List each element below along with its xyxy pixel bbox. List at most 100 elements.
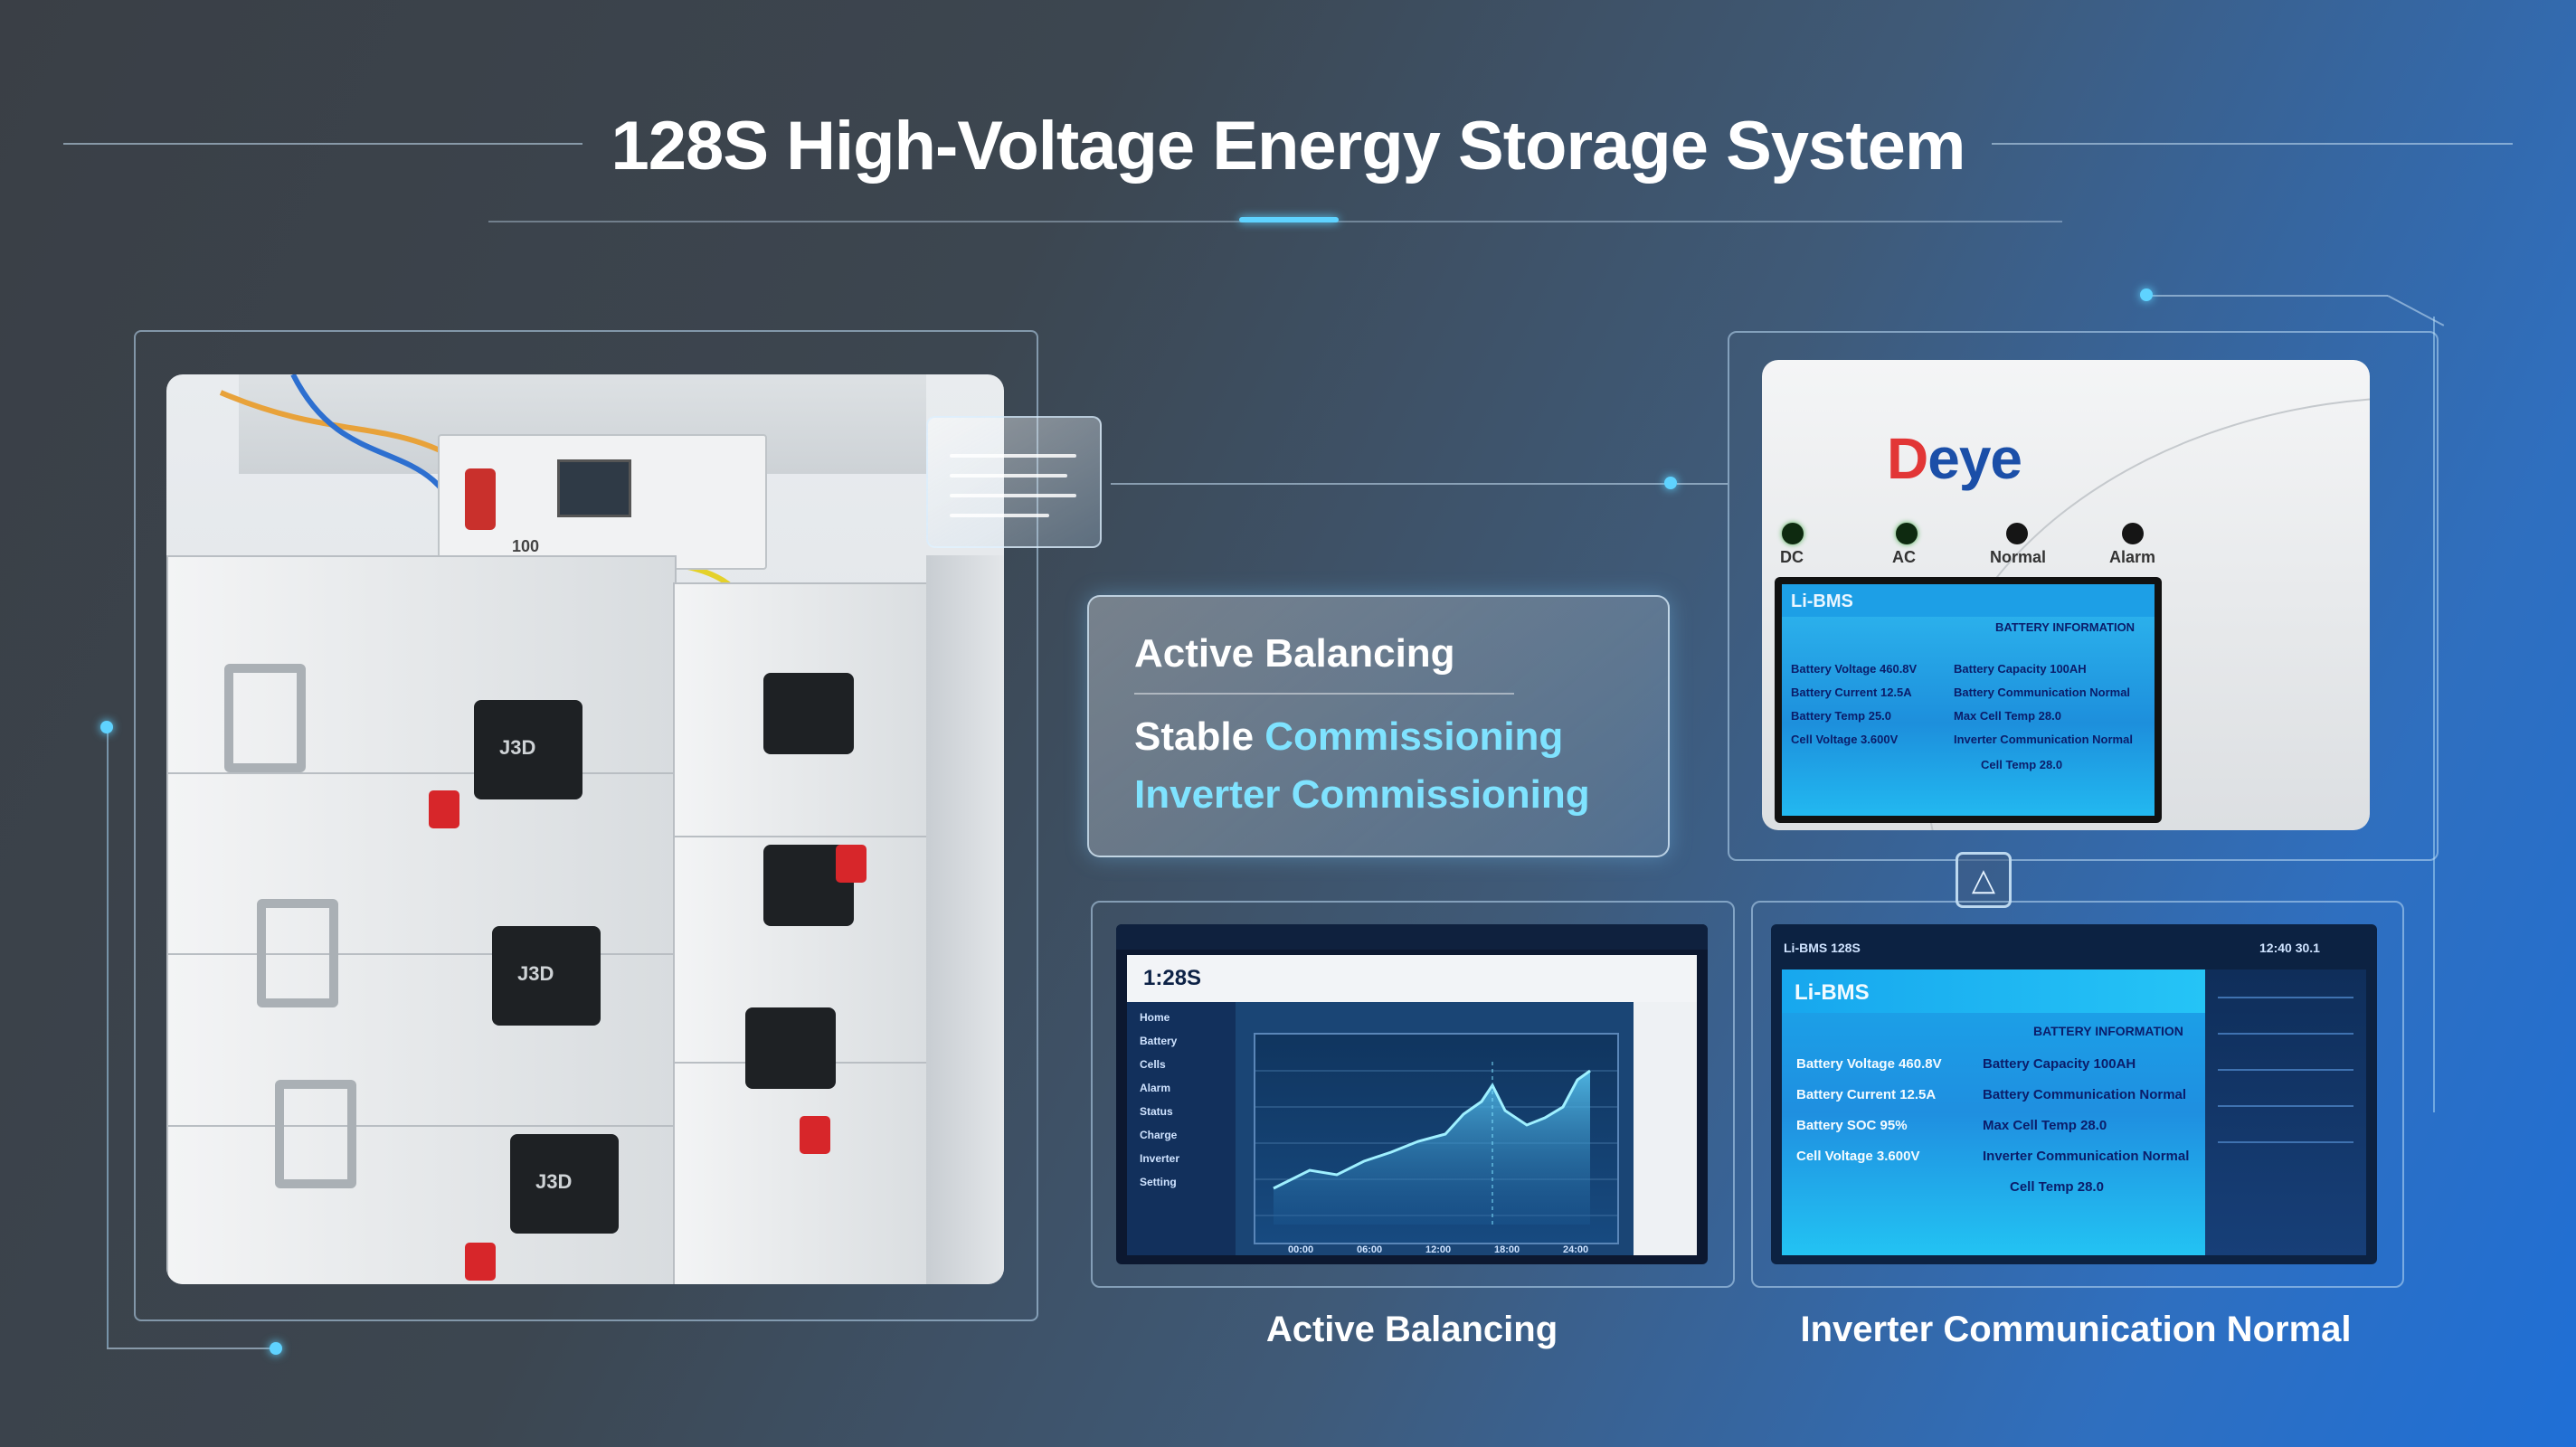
feature-inverter-commissioning: Inverter Commissioning bbox=[1134, 772, 1590, 817]
module-handle bbox=[275, 1080, 356, 1188]
connector-dot bbox=[1664, 477, 1677, 489]
monitor1-sidebar: Home Battery Cells Alarm Status Charge I… bbox=[1127, 1002, 1236, 1255]
screen-line: Battery Voltage 460.8V bbox=[1791, 662, 1918, 676]
monitor2-header-bar: Li-BMS bbox=[1782, 969, 2205, 1013]
monitor2-row: Cell Temp 28.0 bbox=[2010, 1179, 2104, 1195]
indicator-label: Normal bbox=[1990, 548, 2047, 566]
monitor1-app-title: 1:28S bbox=[1143, 966, 1202, 990]
monitor1-right-panel bbox=[1634, 1002, 1697, 1255]
deye-frame bbox=[1728, 331, 2439, 861]
screen-line: Cell Voltage 3.600V bbox=[1791, 733, 1899, 746]
screen-line: Battery Capacity 100AH bbox=[1954, 662, 2087, 676]
connector-line bbox=[1677, 483, 1728, 485]
screen-title: Li-BMS bbox=[1791, 591, 1853, 611]
sidebar-item[interactable]: Setting bbox=[1140, 1176, 1177, 1188]
feature-active-balancing: Active Balancing bbox=[1134, 631, 1455, 676]
up-triangle-icon[interactable]: △ bbox=[1956, 852, 2012, 908]
sidebar-item[interactable]: Cells bbox=[1140, 1058, 1166, 1071]
photo-to-deye-line bbox=[1111, 483, 1672, 485]
screen-line: Battery Communication Normal bbox=[1954, 686, 2131, 699]
side-wall bbox=[926, 555, 1004, 1284]
controller-label: 100 bbox=[512, 537, 540, 555]
right-connector-v bbox=[2433, 317, 2435, 1112]
indicator-label: AC bbox=[1892, 548, 1916, 566]
bms-controller: 100 bbox=[438, 434, 767, 570]
x-tick: 06:00 bbox=[1357, 1244, 1383, 1255]
monitor2-frame bbox=[1751, 901, 2404, 1288]
monitor2-row: Battery Capacity 100AH bbox=[1983, 1056, 2136, 1072]
sidebar-item[interactable]: Inverter bbox=[1140, 1152, 1180, 1165]
balancing-monitor: 1:28S Home Battery Cells Alarm Status Ch… bbox=[1116, 924, 1708, 1264]
sidebar-item[interactable]: Alarm bbox=[1140, 1082, 1171, 1094]
caption-active-balancing: Active Balancing bbox=[1265, 1310, 1558, 1349]
screen-line: Cell Temp 28.0 bbox=[1981, 758, 2063, 771]
monitor1-app-header: 1:28S bbox=[1127, 955, 1697, 1002]
battery-module bbox=[166, 772, 677, 957]
features-card: Active Balancing Stable Commissioning In… bbox=[1087, 595, 1670, 857]
feature-stable-commissioning: Stable Commissioning bbox=[1134, 714, 1564, 759]
screen-title-bar bbox=[1782, 584, 2155, 617]
header-line-left bbox=[63, 143, 582, 145]
monitor1-frame bbox=[1091, 901, 1735, 1288]
deye-screen: Li-BMS BATTERY INFORMATION Battery Volta… bbox=[1775, 577, 2162, 823]
controller-display bbox=[557, 459, 631, 517]
balancing-area-chart bbox=[1255, 1062, 1617, 1225]
connector-dot bbox=[270, 1342, 282, 1355]
monitor2-row: Battery Voltage 460.8V bbox=[1796, 1056, 1942, 1072]
right-connector-h bbox=[2151, 295, 2388, 297]
monitor2-section: BATTERY INFORMATION bbox=[2033, 1024, 2183, 1038]
page-title: 128S High-Voltage Energy Storage System bbox=[611, 108, 1966, 184]
monitor2-row: Battery Current 12.5A bbox=[1796, 1087, 1937, 1102]
x-tick: 12:00 bbox=[1425, 1244, 1452, 1255]
sidebar-item[interactable]: Battery bbox=[1140, 1035, 1178, 1047]
info-glass-card bbox=[926, 416, 1102, 548]
battery-module bbox=[673, 1062, 948, 1284]
photo-frame bbox=[134, 330, 1038, 1321]
indicator-label: DC bbox=[1780, 548, 1804, 566]
screen-line: Max Cell Temp 28.0 bbox=[1954, 709, 2061, 723]
feature-divider bbox=[1134, 693, 1514, 695]
ac-indicator-icon bbox=[1896, 523, 1918, 544]
junction-box: J3D bbox=[474, 700, 582, 799]
monitor2-top-right: 12:40 30.1 bbox=[2259, 941, 2320, 955]
junction-box: J3D bbox=[510, 1134, 619, 1234]
monitor2-top-left: Li-BMS 128S bbox=[1784, 941, 1861, 955]
connector-dot bbox=[100, 721, 113, 733]
module-handle bbox=[257, 899, 338, 1007]
monitor2-header: Li-BMS bbox=[1795, 980, 1870, 1005]
connector-dot bbox=[2140, 288, 2153, 301]
monitor2-row: Inverter Communication Normal bbox=[1983, 1149, 2190, 1164]
x-tick: 24:00 bbox=[1563, 1244, 1589, 1255]
left-connector-v bbox=[107, 729, 109, 1348]
deye-screen-content: Li-BMS BATTERY INFORMATION Battery Volta… bbox=[1782, 584, 2155, 816]
sidebar-item[interactable]: Status bbox=[1140, 1105, 1173, 1118]
indicator-label: Alarm bbox=[2109, 548, 2156, 566]
screen-line: Battery Current 12.5A bbox=[1791, 686, 1912, 699]
right-connector-diag bbox=[2387, 295, 2445, 326]
left-connector-h bbox=[107, 1348, 275, 1349]
red-connector bbox=[429, 790, 459, 828]
monitor2-row: Cell Voltage 3.600V bbox=[1796, 1149, 1920, 1164]
deye-inverter: Deye DC AC Normal Alarm Li-BMS BATTERY I… bbox=[1762, 360, 2370, 830]
caption-inverter-communication: Inverter Communication Normal bbox=[1800, 1310, 2352, 1349]
monitor2-row: Max Cell Temp 28.0 bbox=[1983, 1118, 2107, 1133]
inverter-comm-monitor: Li-BMS 128S 12:40 30.1 Li-BMS BATTERY IN… bbox=[1771, 924, 2377, 1264]
red-connector bbox=[465, 1243, 496, 1281]
balancing-chart bbox=[1254, 1033, 1619, 1244]
controller-switch bbox=[465, 468, 496, 530]
battery-rack-photo: 100 J3D J3D J3D bbox=[166, 374, 1004, 1284]
sidebar-item[interactable]: Home bbox=[1140, 1011, 1170, 1024]
junction-box bbox=[745, 1007, 836, 1089]
x-tick: 18:00 bbox=[1494, 1244, 1520, 1255]
alarm-indicator-icon bbox=[2122, 523, 2144, 544]
monitor2-side-panel bbox=[2205, 969, 2366, 1255]
header-line-right bbox=[1992, 143, 2513, 145]
normal-indicator-icon bbox=[2006, 523, 2028, 544]
sidebar-item[interactable]: Charge bbox=[1140, 1129, 1178, 1141]
monitor2-bms-panel bbox=[1782, 969, 2205, 1255]
screen-line: BATTERY INFORMATION bbox=[1995, 620, 2136, 634]
screen-line: Battery Temp 25.0 bbox=[1791, 709, 1892, 723]
monitor1-topbar bbox=[1116, 924, 1708, 950]
red-connector bbox=[836, 845, 867, 883]
deye-logo: Deye bbox=[1887, 426, 2022, 491]
